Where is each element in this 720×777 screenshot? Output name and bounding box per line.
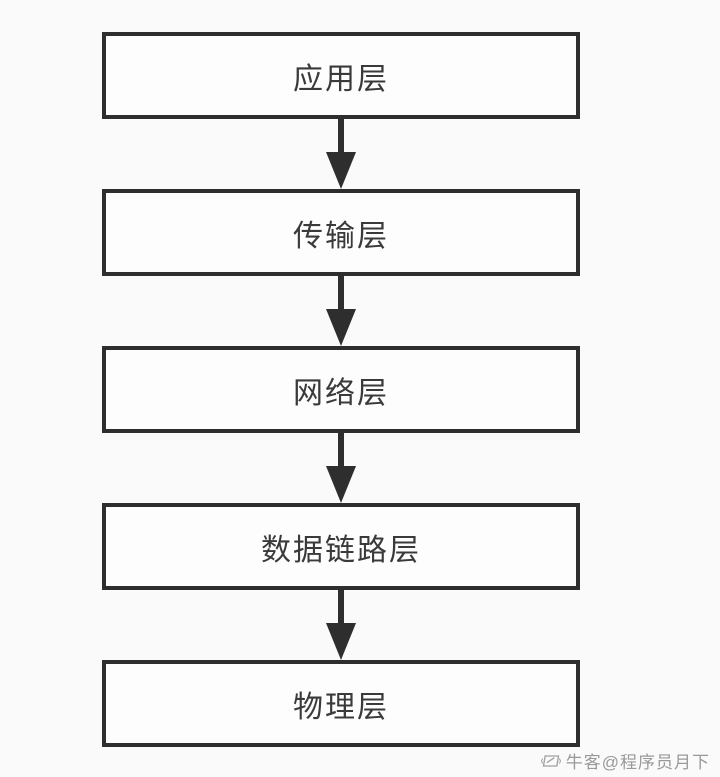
layer-stack: 应用层 传输层 网络层 数据链路层 物理层 <box>102 32 580 747</box>
niuke-logo-icon <box>540 753 561 769</box>
layer-label: 网络层 <box>293 376 389 410</box>
layer-label: 物理层 <box>293 690 389 724</box>
arrow-head <box>326 466 356 503</box>
layer-box-transport: 传输层 <box>102 189 580 276</box>
layer-box-application: 应用层 <box>102 32 580 119</box>
watermark-text: 牛客@程序员月下 <box>565 753 710 772</box>
layer-box-network: 网络层 <box>102 346 580 433</box>
arrow-stem <box>338 276 344 309</box>
layer-box-physical: 物理层 <box>102 660 580 747</box>
arrow-head <box>326 152 356 189</box>
layer-label: 应用层 <box>293 62 389 96</box>
layer-label: 传输层 <box>293 219 389 253</box>
layer-box-datalink: 数据链路层 <box>102 503 580 590</box>
down-arrow-icon <box>326 433 356 503</box>
down-arrow-icon <box>326 276 356 346</box>
arrow-head <box>326 309 356 346</box>
down-arrow-icon <box>326 119 356 189</box>
down-arrow-icon <box>326 590 356 660</box>
watermark: 牛客@程序员月下 <box>540 748 710 773</box>
arrow-head <box>326 623 356 660</box>
arrow-stem <box>338 590 344 623</box>
arrow-stem <box>338 119 344 152</box>
arrow-stem <box>338 433 344 466</box>
layer-label: 数据链路层 <box>261 533 421 567</box>
